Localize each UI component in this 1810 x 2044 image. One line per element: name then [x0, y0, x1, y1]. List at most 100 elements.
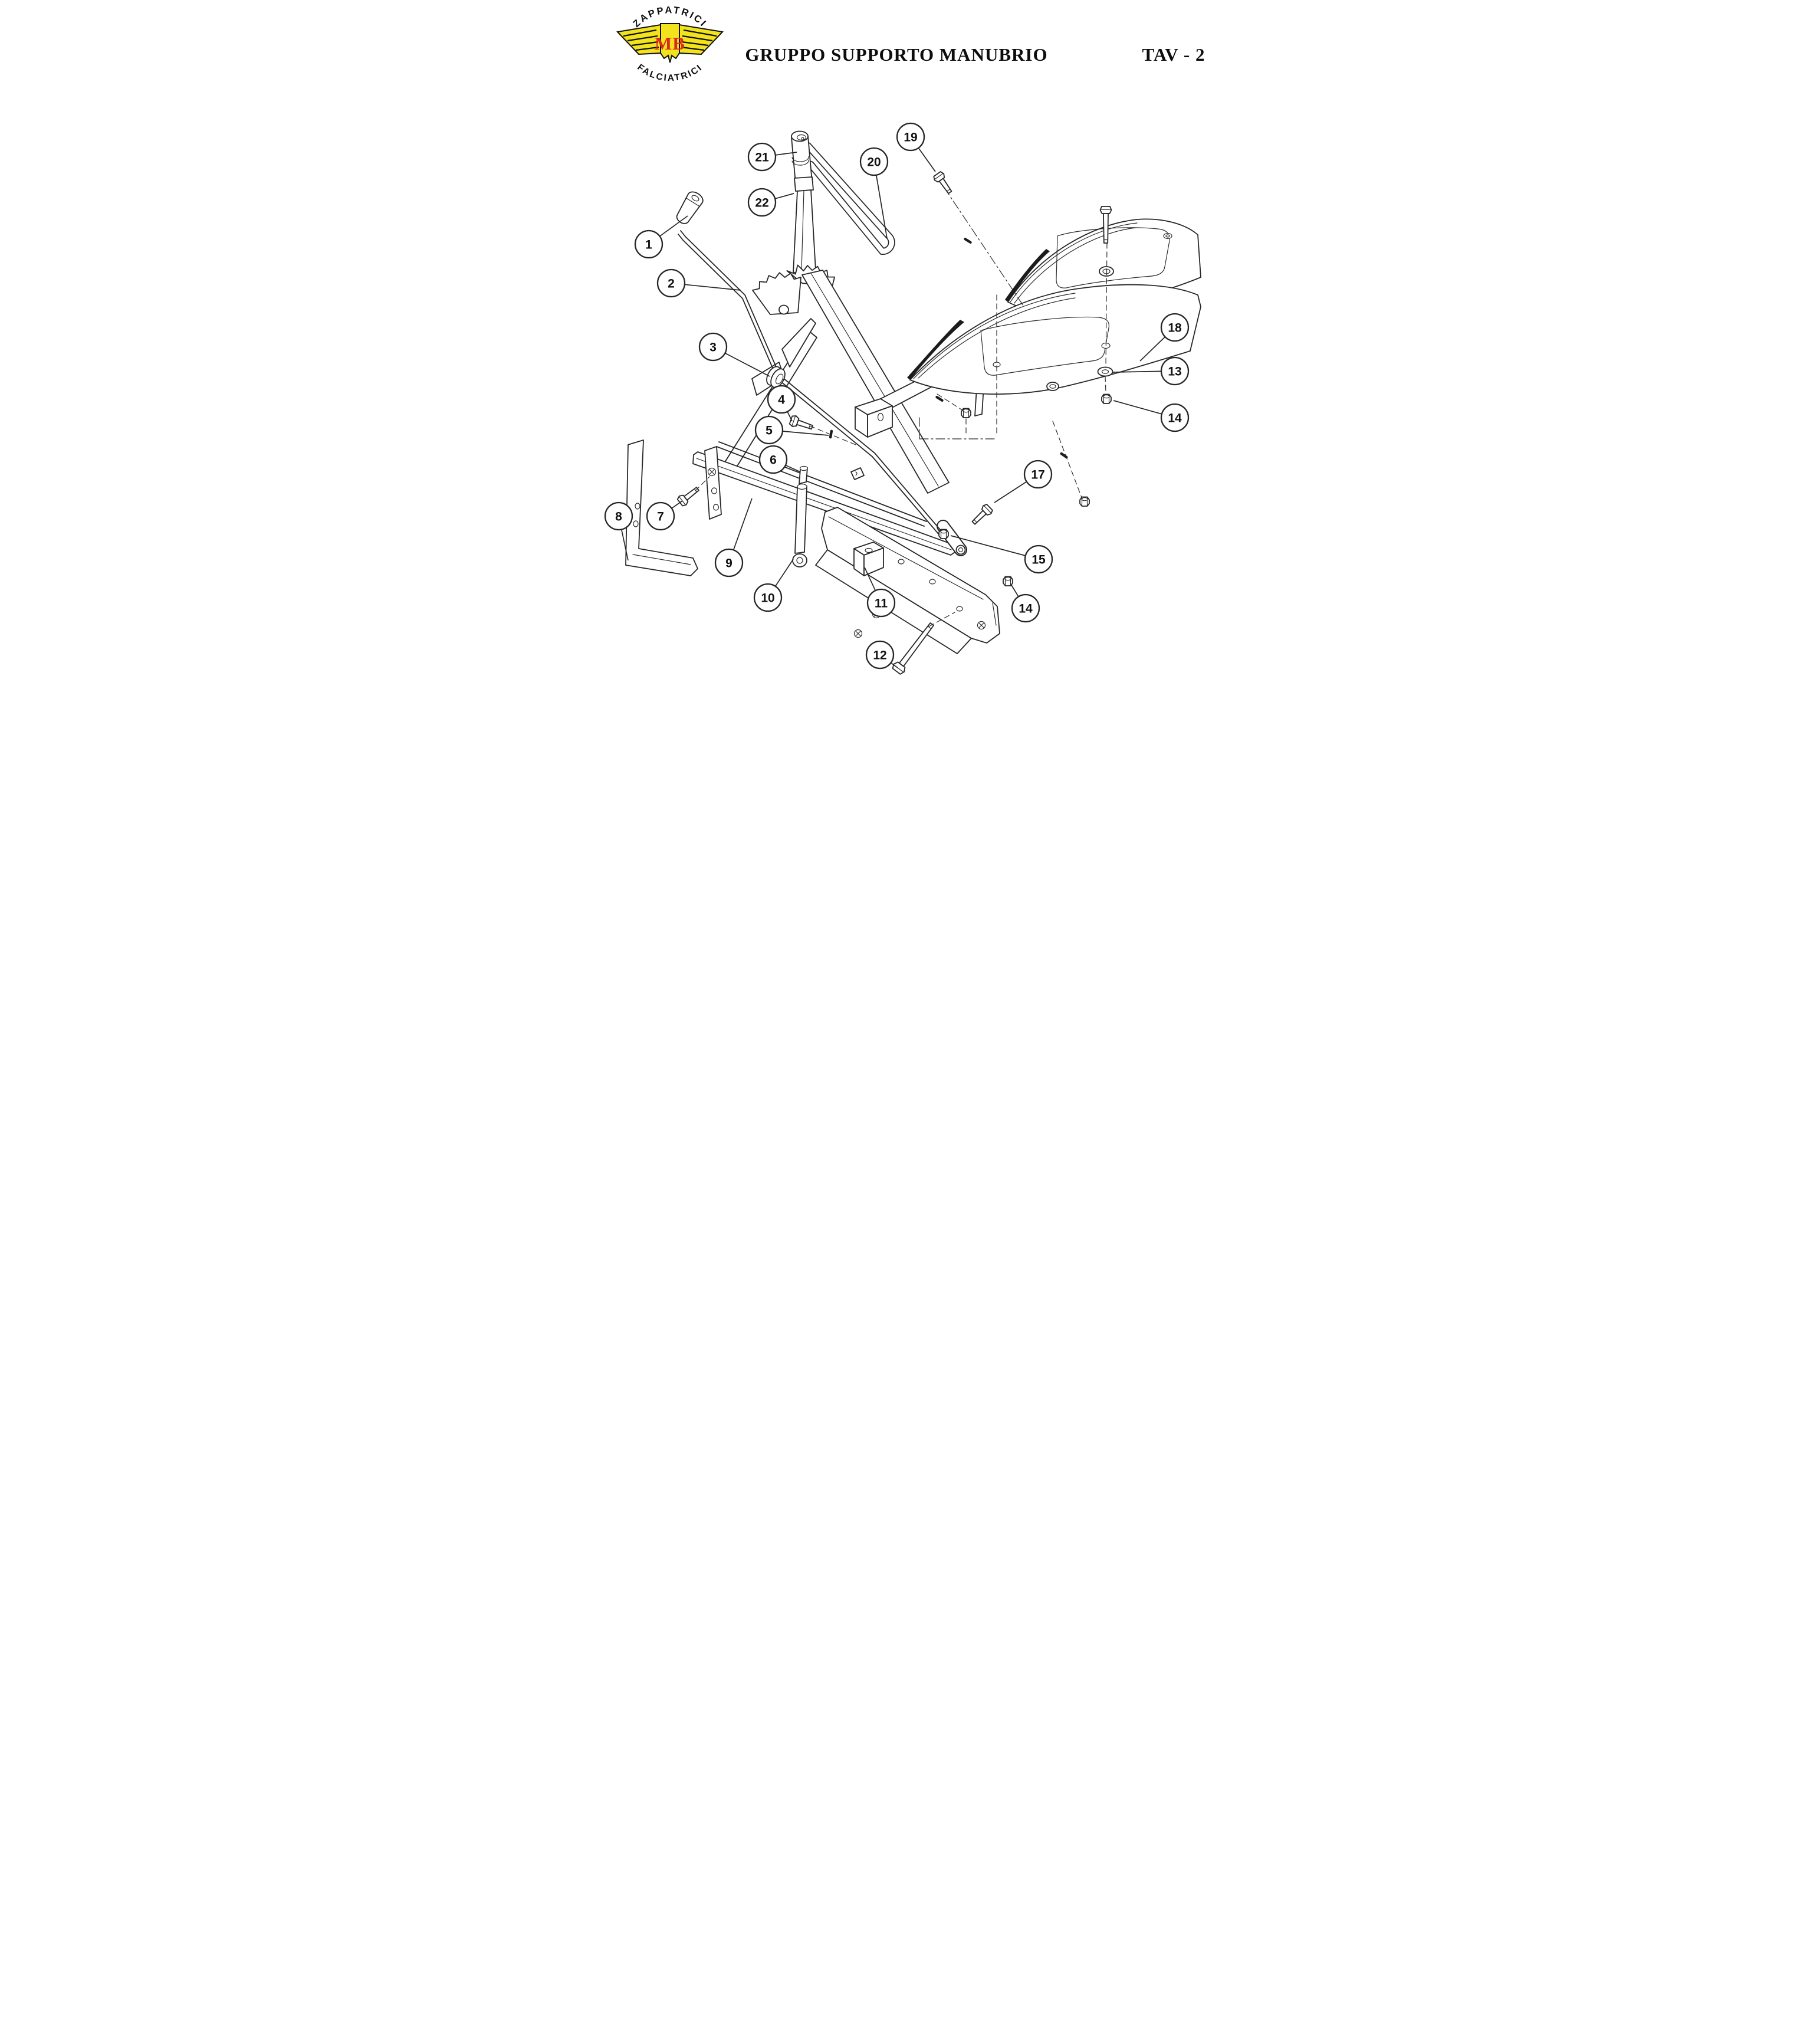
skid-hole	[635, 503, 640, 510]
callout-number-2: 2	[668, 277, 675, 291]
fender-upper-edge-shade	[1005, 249, 1050, 302]
steering-column	[752, 189, 950, 494]
clevis-hole	[796, 557, 803, 564]
callout-number-17: 17	[1031, 468, 1044, 482]
bolt-19	[932, 170, 955, 196]
logo-bottom-text: FALCIATRICI	[635, 63, 705, 84]
exploded-diagram-sheet: MB ZAPPATRICI FALCIATRICI GRUPPO SUPPORT…	[604, 5, 1205, 676]
callout-number-18: 18	[1168, 321, 1182, 335]
u-rod-fill	[805, 143, 895, 254]
gear-sector	[752, 272, 801, 315]
callout-leader-17	[994, 481, 1027, 503]
nut-17	[1079, 496, 1090, 507]
bolt-17	[969, 503, 994, 528]
plate-number: TAV - 2	[1142, 44, 1205, 65]
callout-circle-17	[1023, 460, 1053, 489]
cylinder-band	[791, 156, 809, 162]
tie-rod-body	[794, 485, 807, 554]
logo-wing-stripes	[623, 29, 717, 51]
clamp-plate	[781, 318, 816, 368]
callout-number-12: 12	[873, 649, 886, 662]
fender-lower	[907, 284, 1201, 395]
plate-hole	[898, 559, 905, 565]
callout-leader-14	[1113, 400, 1162, 415]
axis-bolt17	[1052, 421, 1083, 500]
callout-number-15: 15	[1032, 553, 1046, 567]
callout-circle-10	[753, 583, 783, 612]
bushing-collar	[794, 176, 814, 192]
page-title: GRUPPO SUPPORTO MANUBRIO	[745, 44, 1047, 65]
callout-leader-1	[659, 215, 688, 237]
callout-leader-13	[1112, 370, 1162, 373]
adjuster-bar	[704, 446, 722, 520]
clamp-ring	[766, 366, 786, 388]
pivot-diamond-plate	[850, 467, 865, 480]
callout-circle-5	[754, 415, 784, 445]
nut-fender	[961, 408, 971, 418]
axis-bolt4	[809, 425, 856, 445]
callout-leader-18	[1139, 336, 1166, 362]
callout-circle-15	[1024, 544, 1053, 574]
bolt-12	[891, 619, 938, 676]
pin-a	[963, 237, 973, 244]
callout-leader-15	[950, 535, 1026, 556]
hitch-hole	[877, 412, 884, 422]
bolt-7	[676, 484, 702, 508]
nut-15	[938, 529, 949, 539]
logo-crest	[660, 23, 680, 63]
callout-number-1: 1	[645, 238, 652, 252]
callout-circle-13	[1160, 356, 1190, 386]
column-upper-edge	[801, 190, 804, 272]
callout-circle-8	[604, 501, 633, 531]
slider-hole	[865, 547, 873, 553]
axis-bolt7	[695, 476, 710, 491]
header: MB ZAPPATRICI FALCIATRICI GRUPPO SUPPORT…	[616, 5, 1205, 84]
callout-circle-22	[747, 188, 777, 217]
cross-tube-edge	[696, 458, 952, 550]
lever-knob	[676, 191, 704, 224]
axis-bolt12	[928, 612, 955, 627]
support-plate	[821, 507, 1000, 644]
skid-hole2	[633, 520, 639, 527]
callout-number-19: 19	[904, 131, 917, 145]
adjuster-hole	[711, 487, 718, 494]
callout-number-6: 6	[770, 454, 777, 467]
fender-lower-outline	[909, 284, 1201, 395]
fender-upper-ridge	[1010, 222, 1138, 303]
fender-lower-ridge	[913, 293, 1076, 379]
fender-lower-edge-shade	[907, 320, 964, 380]
u-rod	[804, 142, 895, 255]
callout-circle-1	[634, 229, 663, 259]
bolt-4	[789, 414, 814, 434]
sector-pivot-hole	[778, 304, 789, 315]
adjuster-hole2	[712, 504, 720, 511]
axis-bolt19	[944, 187, 1024, 306]
callout-circle-4	[767, 385, 796, 414]
callout-number-20: 20	[867, 156, 881, 169]
callout-circle-6	[758, 445, 788, 474]
pivot-cylinder	[791, 130, 814, 192]
callout-circle-9	[714, 548, 744, 578]
callout-leader-4	[787, 411, 793, 422]
callout-number-13: 13	[1168, 365, 1181, 379]
fender-lower-boss-hole	[1049, 384, 1056, 389]
callout-number-14: 14	[1168, 412, 1182, 425]
axis-washer-nut	[1105, 376, 1106, 393]
callout-leader-8	[620, 529, 629, 561]
plate-tab	[992, 602, 997, 626]
callout-number-5: 5	[766, 424, 773, 438]
link-hole	[958, 547, 964, 553]
nut-14-right	[1101, 393, 1112, 404]
lever-rod	[678, 230, 941, 535]
cylinder-band2	[791, 159, 809, 166]
hand-lever	[676, 191, 941, 535]
callout-circle-21	[747, 142, 777, 172]
callout-leader-19	[918, 147, 936, 172]
cylinder-body	[791, 136, 812, 182]
upper-frame-bar	[716, 441, 927, 527]
adjuster-hole-cross	[707, 467, 717, 477]
transport-skid	[625, 439, 698, 576]
callout-circle-18	[1160, 313, 1190, 342]
callout-leader-5	[782, 431, 829, 436]
